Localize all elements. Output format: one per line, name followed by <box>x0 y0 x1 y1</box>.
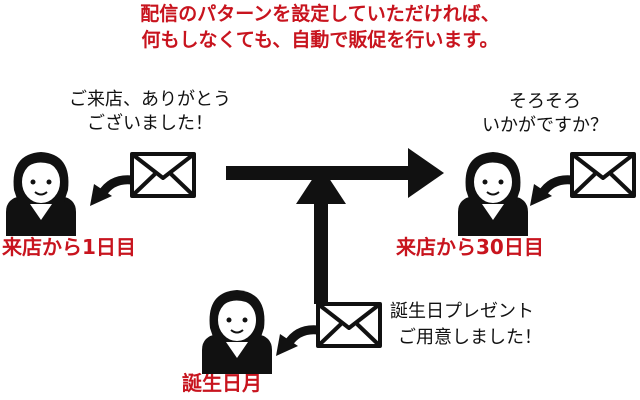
curved-arrow-icon <box>276 325 319 356</box>
envelope-icon <box>316 302 382 348</box>
person-icon <box>6 152 76 236</box>
label-birthday-month: 誕生日月 <box>182 371 262 395</box>
envelope-icon <box>130 152 196 198</box>
person-icon <box>458 152 528 236</box>
arrow-up-icon <box>296 166 346 304</box>
label-day-1: 来店から1日目 <box>2 235 136 259</box>
birthday-gift-line-2: ご用意しました！ <box>398 327 542 348</box>
label-day-30: 来店から30日目 <box>396 235 544 259</box>
headline-line-1: 配信のパターンを設定していただければ、 <box>140 3 500 25</box>
person-icon <box>202 290 272 374</box>
visit-thanks-line-1: ご来店、ありがとう <box>69 89 231 110</box>
curved-arrow-icon <box>90 175 133 206</box>
revisit-prompt-line-2: いかがですか？ <box>482 115 608 136</box>
headline-line-2: 何もしなくても、自動で販促を行います。 <box>141 29 499 51</box>
curved-arrow-icon <box>530 175 573 206</box>
revisit-prompt-line-1: そろそろ <box>509 91 581 112</box>
visit-thanks-line-2: ございました！ <box>87 113 213 134</box>
envelope-icon <box>570 152 636 198</box>
birthday-gift-line-1: 誕生日プレゼント <box>390 301 534 322</box>
